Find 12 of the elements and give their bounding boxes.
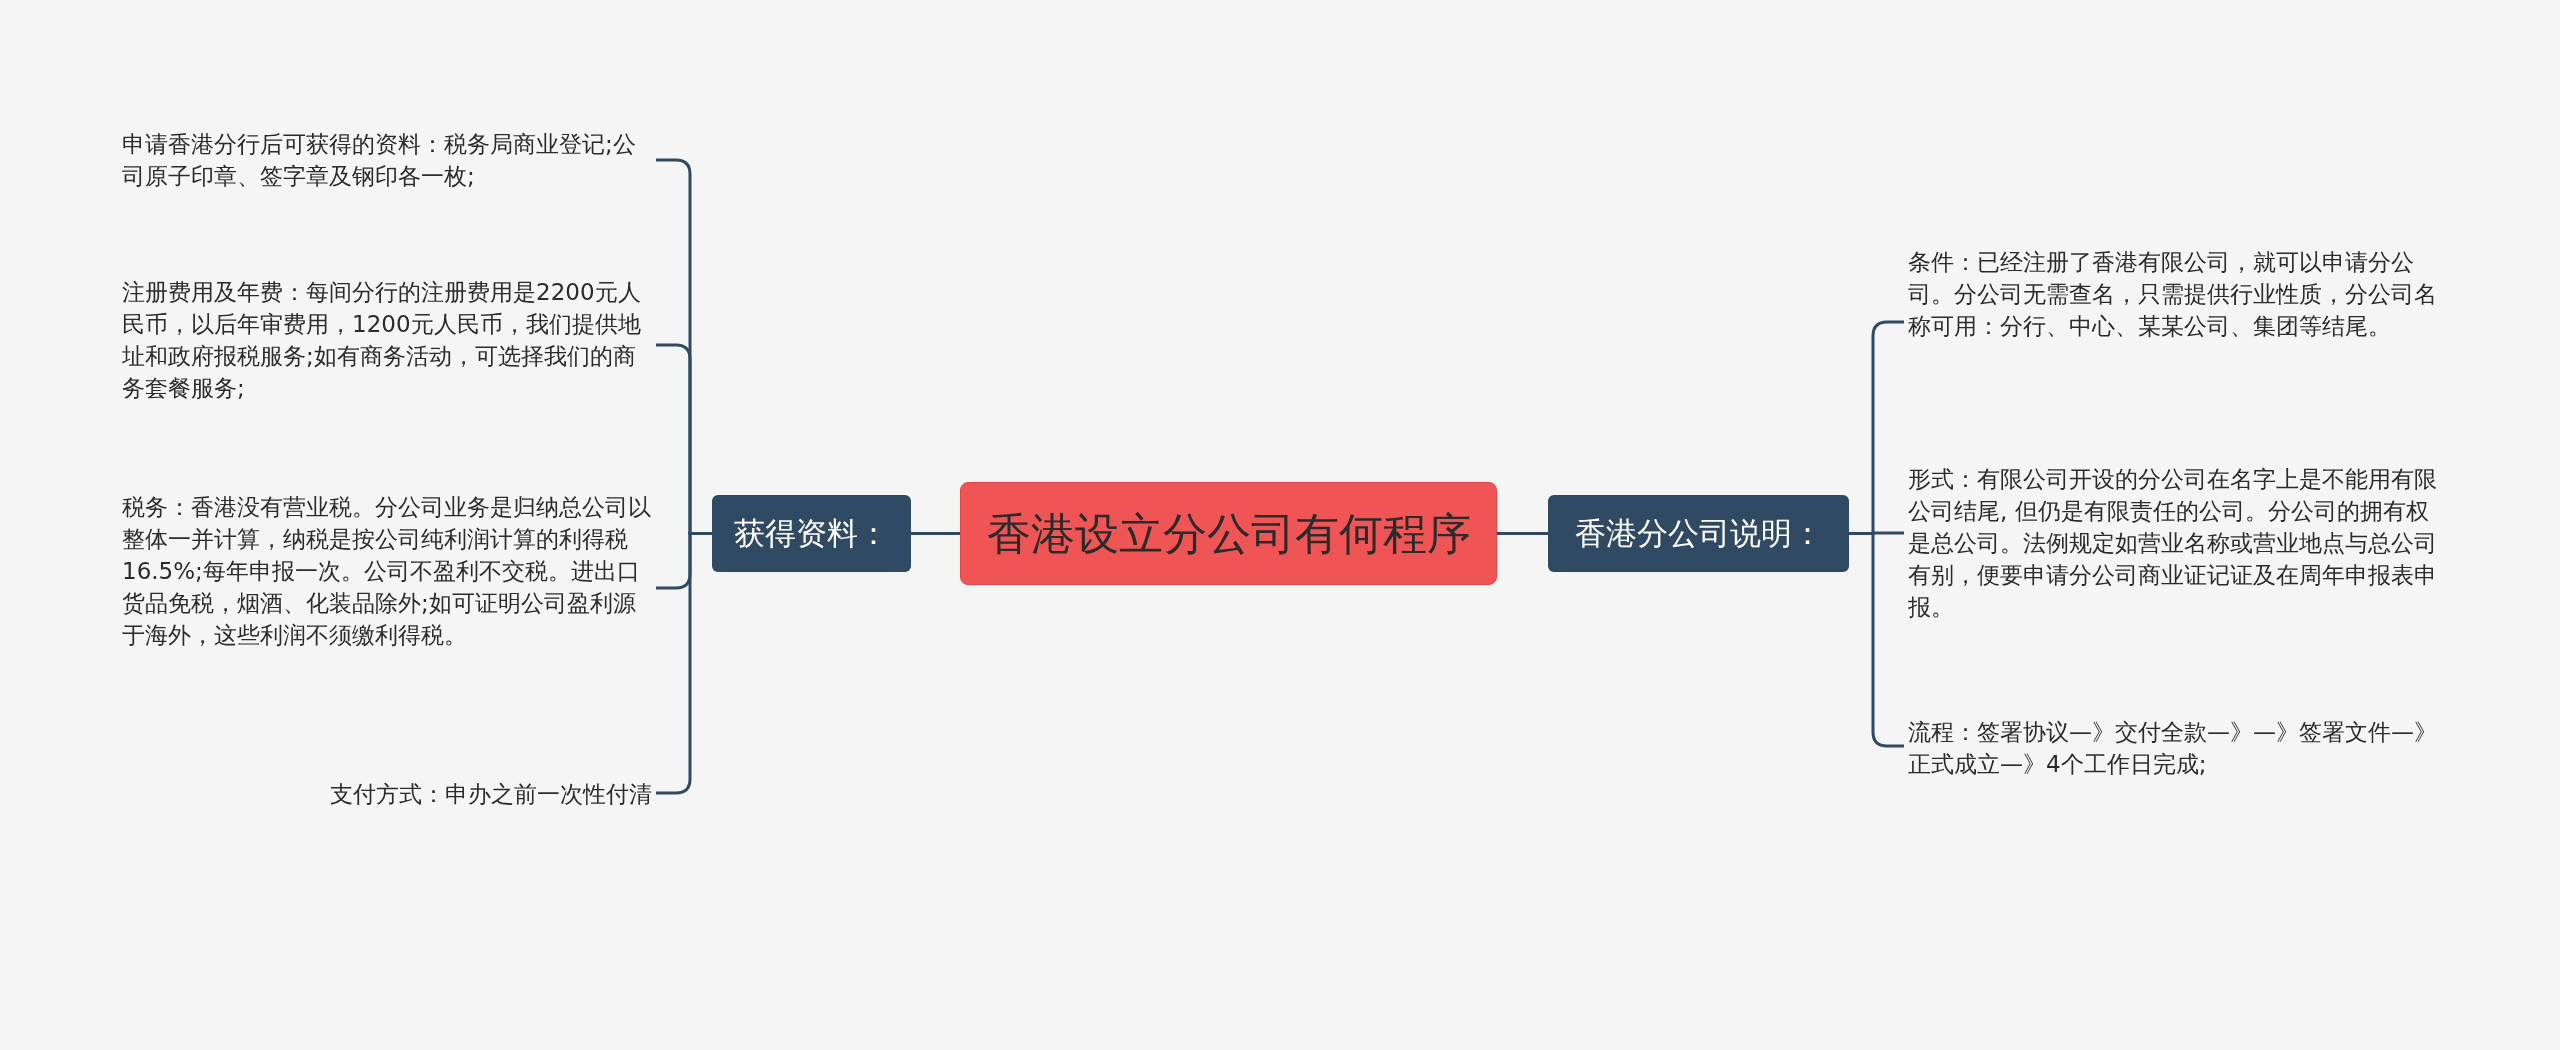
branch-topic: 获得资料： xyxy=(712,495,911,572)
leaf-text: 条件：已经注册了香港有限公司，就可以申请分公司。分公司无需查名，只需提供行业性质，分公司名称可用：分行、中心、某某公司、集团等结尾。 xyxy=(1908,246,2443,342)
leaf-text: 申请香港分行后可获得的资料：税务局商业登记;公司原子印章、签字章及钢印各一枚; xyxy=(122,128,652,192)
branch-topic: 香港分公司说明： xyxy=(1548,495,1849,572)
leaf-text: 税务：香港没有营业税。分公司业务是归纳总公司以整体一并计算，纳税是按公司纯利润计算的利得税16.5%;每年申报一次。公司不盈利不交税。进出口货品免税，烟酒、化装品除外;如可证明公司盈利源于海外，这些利润不须缴利得税。 xyxy=(122,491,652,651)
leaf-text: 形式：有限公司开设的分公司在名字上是不能用有限公司结尾, 但仍是有限责任的公司。分公司的拥有权是总公司。法例规定如营业名称或营业地点与总公司有别，便要申请分公司商业证记证及在周年申报表申报。 xyxy=(1908,463,2443,623)
connector-line xyxy=(1497,532,1548,535)
central-topic: 香港设立分公司有何程序 xyxy=(960,482,1497,585)
leaf-text: 注册费用及年费：每间分行的注册费用是2200元人民币，以后年审费用，1200元人民币，我们提供地址和政府报税服务;如有商务活动，可选择我们的商务套餐服务; xyxy=(122,276,652,404)
connector-line xyxy=(911,532,960,535)
leaf-text: 流程：签署协议—》交付全款—》—》签署文件—》正式成立—》4个工作日完成; xyxy=(1908,716,2443,780)
leaf-text: 支付方式：申办之前一次性付清 xyxy=(122,778,652,810)
